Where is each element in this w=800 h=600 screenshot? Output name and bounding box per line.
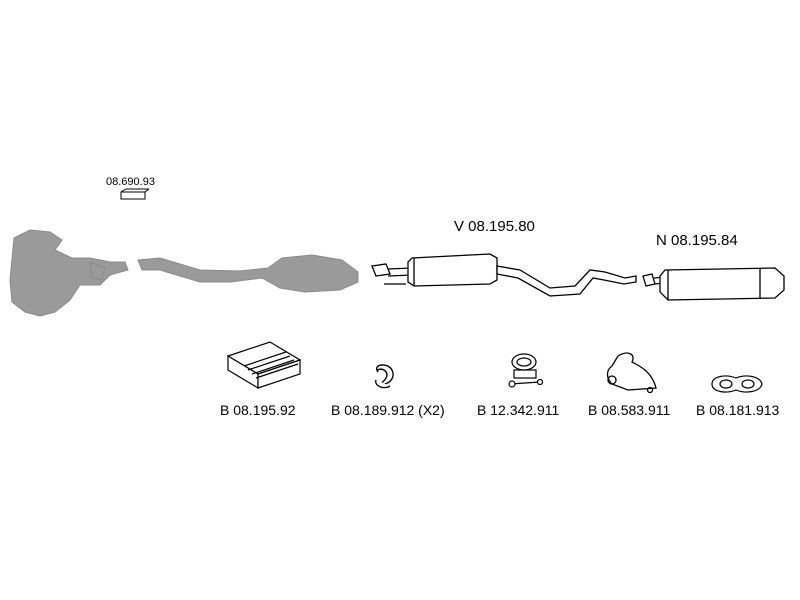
- rear-muffler-label: N 08.195.84: [656, 232, 738, 249]
- small-bracket-part[interactable]: [120, 188, 150, 200]
- accessory-label-clamp: B 12.342.911: [477, 402, 560, 418]
- exhaust-hanger-icon[interactable]: [606, 352, 657, 394]
- catalytic-converter-part: [137, 254, 359, 293]
- accessory-label-gasket: B 08.181.913: [696, 402, 780, 418]
- small-part-label: 08.690.93: [106, 176, 155, 188]
- rear-muffler-part[interactable]: [642, 267, 785, 301]
- accessory-label-ring: B 08.189.912 (X2): [331, 402, 445, 418]
- mounting-kit-box-icon[interactable]: [226, 341, 302, 390]
- exhaust-manifold-part: [9, 229, 129, 317]
- pipe-clamp-icon[interactable]: [508, 353, 544, 388]
- front-muffler-label: V 08.195.80: [454, 218, 535, 235]
- flange-gasket-icon[interactable]: [711, 375, 763, 393]
- rubber-ring-icon[interactable]: [375, 364, 394, 389]
- accessory-label-hanger: B 08.583.911: [588, 402, 671, 418]
- front-muffler-part[interactable]: [371, 253, 637, 297]
- accessory-label-box: B 08.195.92: [220, 402, 296, 418]
